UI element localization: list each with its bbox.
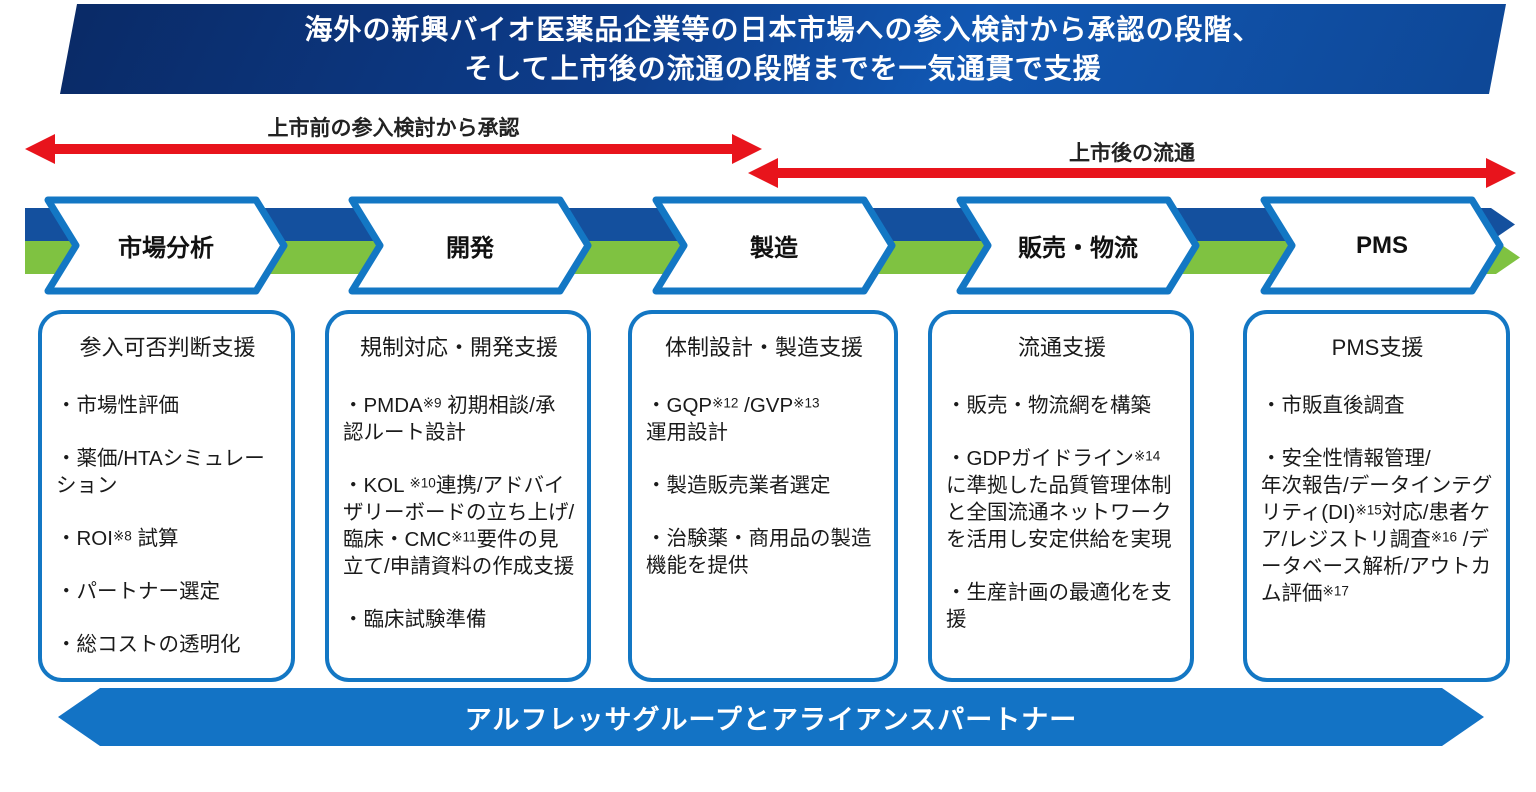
bullet-item: ・臨床試験準備 [343, 608, 487, 632]
bullet-item: ・総コストの透明化 [56, 633, 241, 657]
header-title-line1: 海外の新興バイオ医薬品企業等の日本市場への参入検討から承認の段階、 [304, 14, 1262, 45]
bullet-item: ・GQP※12 /GVP※13 運用設計 [646, 394, 820, 445]
arrow-shaft [49, 144, 738, 154]
header-title-line2: そして上市後の流通の段階までを一気通貫で支援 [464, 53, 1102, 84]
bullet-item: ・パートナー選定 [56, 580, 220, 604]
process-step-market-analysis: 市場分析 [44, 196, 288, 295]
bullet-item: ・安全性情報管理/ 年次報告/データインテグリティ(DI)※15対応/患者ケア/… [1261, 447, 1493, 606]
box-title: PMS支援 [1331, 335, 1424, 360]
box-title: 参入可否判断支援 [79, 335, 256, 360]
bullet-item: ・市場性評価 [56, 394, 179, 417]
process-step-development: 開発 [348, 196, 592, 295]
step-label: 市場分析 [118, 235, 214, 262]
box-title: 規制対応・開発支援 [359, 335, 558, 360]
box-title: 流通支援 [1017, 335, 1106, 360]
postmarket-phase-label: 上市後の流通 [1069, 142, 1195, 165]
step-label: 製造 [750, 235, 798, 262]
bullet-item: ・ROI※8 試算 [56, 527, 179, 551]
bullet-item: ・生産計画の最適化を支援 [946, 581, 1172, 632]
bullet-item: ・販売・物流網を構築 [946, 394, 1151, 417]
chevron-shape-icon [1260, 196, 1504, 295]
support-box-regulatory-development: 規制対応・開発支援 ・PMDA※9 初期相談/承認ルート設計 ・KOL ※10連… [325, 310, 591, 682]
postmarket-phase-arrow [748, 158, 1516, 188]
premarket-phase-arrow [25, 134, 762, 164]
chevron-shape-icon [44, 196, 288, 295]
bullet-item: ・KOL ※10連携/アドバイザリーボードの立ち上げ/臨床・CMC※11要件の見… [343, 474, 575, 579]
support-box-market-entry: 参入可否判断支援 ・市場性評価 ・薬価/HTAシミュレーション ・ROI※8 試… [38, 310, 295, 682]
box-title: 体制設計・製造支援 [664, 335, 863, 360]
bullet-item: ・GDPガイドライン※14に準拠した品質管理体制と全国流通ネットワークを活用し安… [946, 447, 1172, 552]
chevron-shape-icon [956, 196, 1200, 295]
bullet-item: ・PMDA※9 初期相談/承認ルート設計 [343, 394, 556, 445]
step-label: 販売・物流 [1018, 235, 1138, 262]
process-step-manufacturing: 製造 [652, 196, 896, 295]
header-banner: 海外の新興バイオ医薬品企業等の日本市場への参入検討から承認の段階、 そして上市後… [60, 4, 1506, 94]
support-box-manufacturing: 体制設計・製造支援 ・GQP※12 /GVP※13 運用設計 ・製造販売業者選定… [628, 310, 898, 682]
arrow-right-head-icon [1486, 158, 1516, 188]
process-step-pms: PMS [1260, 196, 1504, 295]
footer-banner-label: アルフレッサグループとアライアンスパートナー [464, 704, 1078, 735]
bullet-item: ・薬価/HTAシミュレーション [56, 447, 265, 498]
process-step-sales-logistics: 販売・物流 [956, 196, 1200, 295]
chevron-shape-icon [652, 196, 896, 295]
footer-banner: アルフレッサグループとアライアンスパートナー [58, 688, 1484, 746]
arrow-shaft [772, 168, 1492, 178]
step-label: PMS [1355, 231, 1408, 259]
support-box-pms: PMS支援 ・市販直後調査 ・安全性情報管理/ 年次報告/データインテグリティ(… [1243, 310, 1510, 682]
support-box-distribution: 流通支援 ・販売・物流網を構築 ・GDPガイドライン※14に準拠した品質管理体制… [928, 310, 1194, 682]
bullet-item: ・治験薬・商用品の製造機能を提供 [646, 527, 872, 578]
bullet-item: ・市販直後調査 [1261, 394, 1405, 417]
step-label: 開発 [446, 235, 494, 262]
premarket-phase-label: 上市前の参入検討から承認 [267, 117, 520, 140]
bullet-item: ・製造販売業者選定 [646, 474, 831, 498]
chevron-shape-icon [348, 196, 592, 295]
